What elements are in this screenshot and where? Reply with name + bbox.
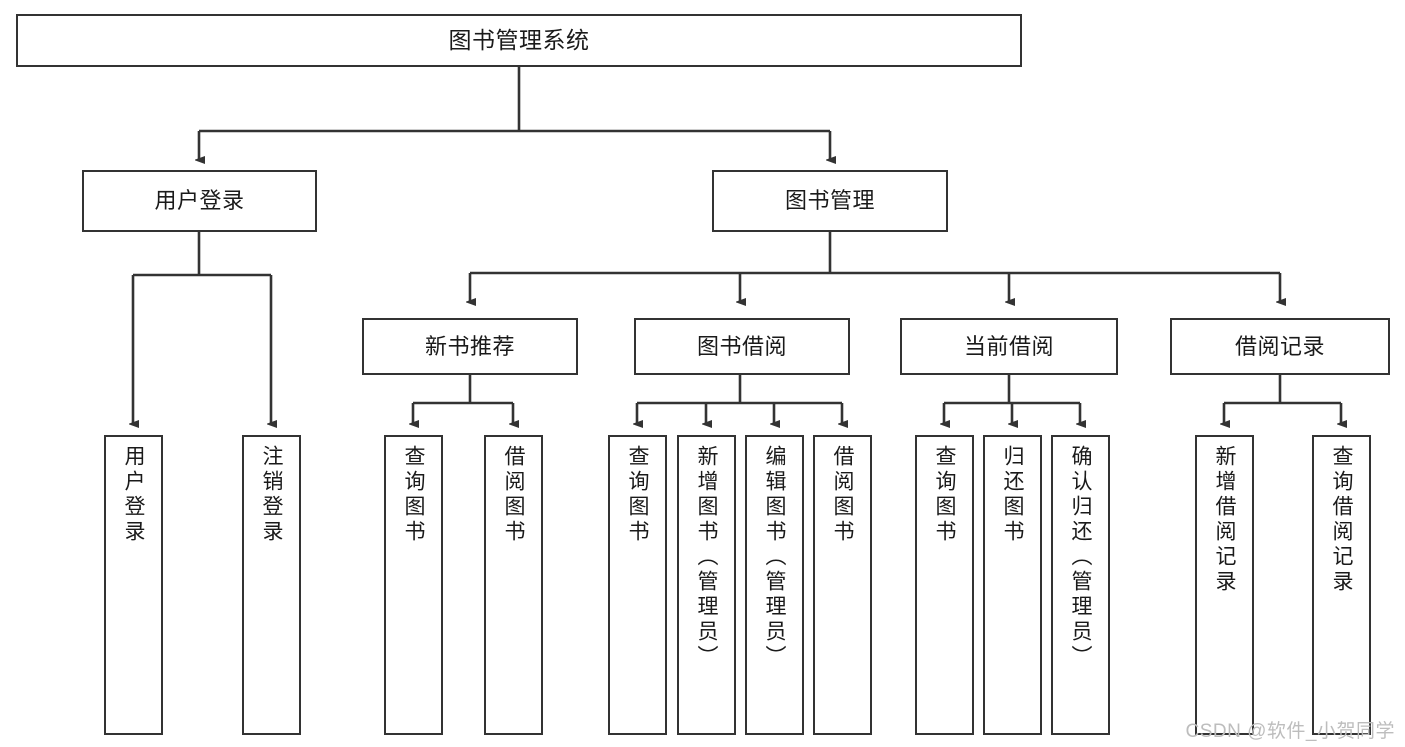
node-label: 用户登录 [154,188,245,214]
node-label: 借阅图书 [502,445,525,545]
leaf-borrow-book[interactable]: 借阅图书 [813,435,872,735]
node-label: 借阅图书 [831,445,854,545]
leaf-add-borrow-record[interactable]: 新增借阅记录 [1195,435,1254,735]
leaf-logout[interactable]: 注销登录 [242,435,301,735]
node-label: 新增借阅记录 [1213,445,1236,595]
leaf-query-book-current[interactable]: 查询图书 [915,435,974,735]
node-label: 编辑图书（管理员） [763,445,786,670]
node-label: 图书管理系统 [448,26,590,53]
node-label: 新增图书（管理员） [695,445,718,670]
leaf-return-book[interactable]: 归还图书 [983,435,1042,735]
node-label: 图书管理 [784,188,875,214]
node-label: 归还图书 [1001,445,1024,545]
node-borrowing-record[interactable]: 借阅记录 [1170,318,1390,375]
node-label: 查询图书 [933,445,956,545]
node-user-login[interactable]: 用户登录 [82,170,317,232]
node-label: 确认归还（管理员） [1069,445,1092,670]
node-label: 当前借阅 [963,333,1054,359]
leaf-borrow-book-recommendation[interactable]: 借阅图书 [484,435,543,735]
leaf-query-book-borrowing[interactable]: 查询图书 [608,435,667,735]
leaf-confirm-return-admin[interactable]: 确认归还（管理员） [1051,435,1110,735]
leaf-query-book-recommendation[interactable]: 查询图书 [384,435,443,735]
node-label: 查询图书 [402,445,425,545]
node-new-book-recommendation[interactable]: 新书推荐 [362,318,578,375]
node-current-borrowing[interactable]: 当前借阅 [900,318,1118,375]
leaf-edit-book-admin[interactable]: 编辑图书（管理员） [745,435,804,735]
node-label: 新书推荐 [424,333,515,359]
leaf-user-login[interactable]: 用户登录 [104,435,163,735]
node-label: 查询图书 [626,445,649,545]
node-book-borrowing[interactable]: 图书借阅 [634,318,850,375]
node-label: 注销登录 [260,445,283,545]
leaf-query-borrow-record[interactable]: 查询借阅记录 [1312,435,1371,735]
node-book-management-system[interactable]: 图书管理系统 [16,14,1022,67]
node-label: 查询借阅记录 [1330,445,1353,595]
node-label: 借阅记录 [1234,333,1325,359]
leaf-add-book-admin[interactable]: 新增图书（管理员） [677,435,736,735]
watermark-text: CSDN @软件_小贺同学 [1185,721,1395,742]
node-label: 图书借阅 [696,333,787,359]
node-label: 用户登录 [122,445,145,545]
node-book-management[interactable]: 图书管理 [712,170,948,232]
